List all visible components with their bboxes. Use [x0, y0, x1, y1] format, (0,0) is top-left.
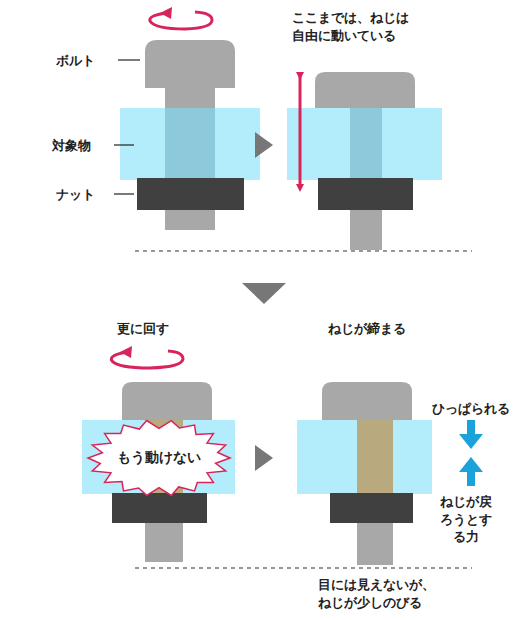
burst-text: もう動けない: [117, 449, 201, 467]
dashed-line: [135, 567, 472, 568]
bolt-loose: [120, 40, 260, 230]
bolt-moving: [287, 72, 442, 250]
leader-line: [114, 144, 134, 145]
burst-outline: [88, 421, 230, 496]
rotate-arrow: [111, 346, 183, 368]
bolt-turning: [82, 382, 235, 562]
part-label: 対象物: [52, 137, 91, 155]
force-label: ねじが戻ろうとする力: [438, 493, 494, 546]
move-arrow: [299, 76, 302, 188]
bolt-tight: [297, 382, 432, 565]
leader-line: [118, 59, 140, 60]
part-label: ナット: [56, 186, 95, 204]
dashed-line: [135, 250, 472, 251]
down-arrow: [242, 283, 286, 304]
rotate-arrow: [150, 7, 212, 29]
note-text: 目には見えないが、ねじが少しのびる: [318, 576, 439, 611]
step-arrow: [255, 132, 273, 158]
force-arrows: [459, 420, 483, 486]
step-label: 更に回す: [117, 320, 169, 338]
note-text: ここまでは、ねじは自由に動いている: [292, 9, 413, 44]
burst-shape: もう動けない: [86, 418, 232, 498]
force-label: ひっぱられる: [432, 400, 510, 418]
part-label: ボルト: [56, 52, 95, 70]
leader-line: [114, 193, 134, 194]
step-arrow: [255, 445, 273, 471]
step-label: ねじが締まる: [328, 320, 406, 338]
